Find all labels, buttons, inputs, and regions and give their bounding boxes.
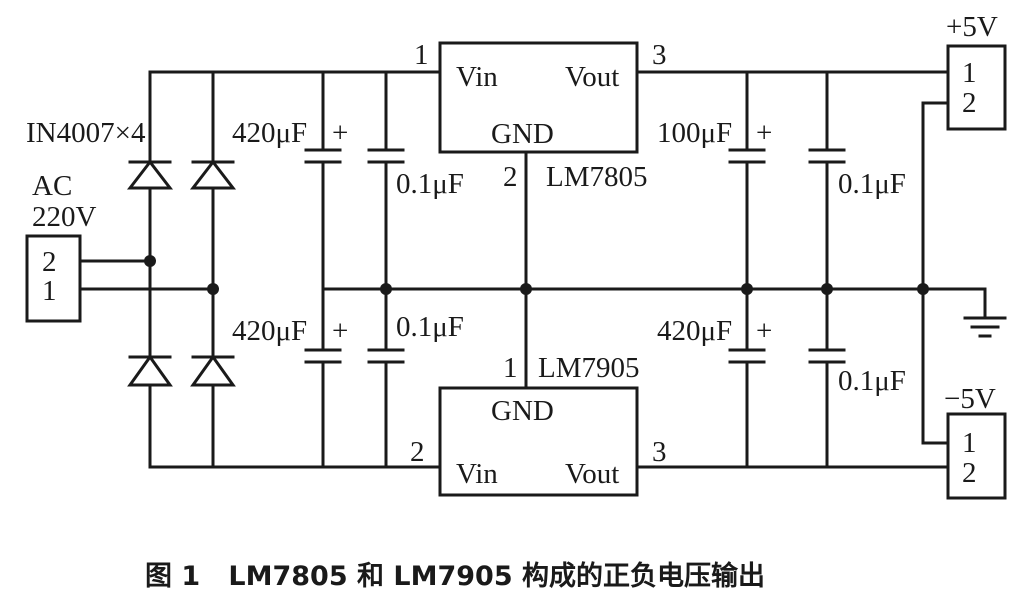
diode-d1 [126, 159, 174, 190]
lm7805-pin-vout: 3 [652, 39, 667, 71]
c3-value: 420μF [232, 315, 307, 347]
junction-dot [917, 283, 929, 295]
junction-dot [821, 283, 833, 295]
c3-polarity: + [332, 315, 348, 347]
capacitor-c5 [728, 148, 766, 164]
lm7805-pin-gnd: 2 [503, 161, 518, 193]
capacitor-c3 [304, 348, 342, 364]
capacitor-c7 [728, 348, 766, 364]
c6-value: 0.1μF [838, 168, 906, 200]
ac-voltage-label: 220V [32, 201, 97, 233]
c5-polarity: + [756, 117, 772, 149]
wires [78, 70, 987, 469]
ac-input-connector: 2 1 [25, 234, 82, 323]
rectifier-label: IN4007×4 [26, 117, 146, 149]
junction-dot [520, 283, 532, 295]
c1-value: 420μF [232, 117, 307, 149]
junction-dot [207, 283, 219, 295]
capacitor-c1 [304, 148, 342, 164]
capacitors [304, 148, 846, 364]
lm7905-pin-gnd: 1 [503, 352, 518, 384]
capacitor-c8 [808, 348, 846, 364]
lm7805-name: LM7805 [546, 161, 648, 193]
neg-output-label: −5V [944, 383, 996, 415]
c8-value: 0.1μF [838, 365, 906, 397]
neg-output-pin-1: 1 [962, 427, 977, 459]
figure-caption: 图 1 LM7805 和 LM7905 构成的正负电压输出 [145, 560, 765, 592]
capacitor-c4 [367, 348, 405, 364]
capacitor-c2 [367, 148, 405, 164]
junctions [144, 255, 929, 295]
junction-dot [380, 283, 392, 295]
pos-output-pin-2: 2 [962, 87, 977, 119]
lm7905-name: LM7905 [538, 352, 640, 384]
lm7805-vin-label: Vin [456, 61, 498, 93]
lm7805-pin-vin: 1 [414, 39, 429, 71]
c1-polarity: + [332, 117, 348, 149]
ac-pin-2: 2 [42, 246, 57, 278]
junction-dot [144, 255, 156, 267]
lm7805-vout-label: Vout [565, 61, 619, 93]
capacitor-c6 [808, 148, 846, 164]
pos-output-connector: 1 2 [946, 44, 1007, 131]
ac-label: AC [32, 170, 72, 202]
junction-dot [741, 283, 753, 295]
diode-bridge [126, 159, 237, 387]
pos-output-pin-1: 1 [962, 57, 977, 89]
lm7905-pin-vin: 2 [410, 436, 425, 468]
lm7905-vin-label: Vin [456, 458, 498, 490]
lm7805-gnd-label: GND [491, 118, 554, 150]
diode-d4 [190, 354, 236, 387]
c7-polarity: + [756, 315, 772, 347]
diode-d3 [127, 354, 173, 387]
diode-d2 [189, 159, 237, 190]
lm7905-vout-label: Vout [565, 458, 619, 490]
lm7905-pin-vout: 3 [652, 436, 667, 468]
ac-pin-1: 1 [42, 275, 57, 307]
c7-value: 420μF [657, 315, 732, 347]
c4-value: 0.1μF [396, 311, 464, 343]
pos-output-label: +5V [946, 11, 998, 43]
c2-value: 0.1μF [396, 168, 464, 200]
ground-icon [963, 316, 1007, 338]
regulator-lm7905: GND Vin Vout [438, 386, 639, 497]
regulator-lm7805: Vin Vout GND [438, 41, 639, 154]
lm7905-gnd-label: GND [491, 395, 554, 427]
wire-output-common [921, 101, 950, 445]
neg-output-connector: 1 2 [946, 412, 1007, 500]
c5-value: 100μF [657, 117, 732, 149]
neg-output-pin-2: 2 [962, 457, 977, 489]
